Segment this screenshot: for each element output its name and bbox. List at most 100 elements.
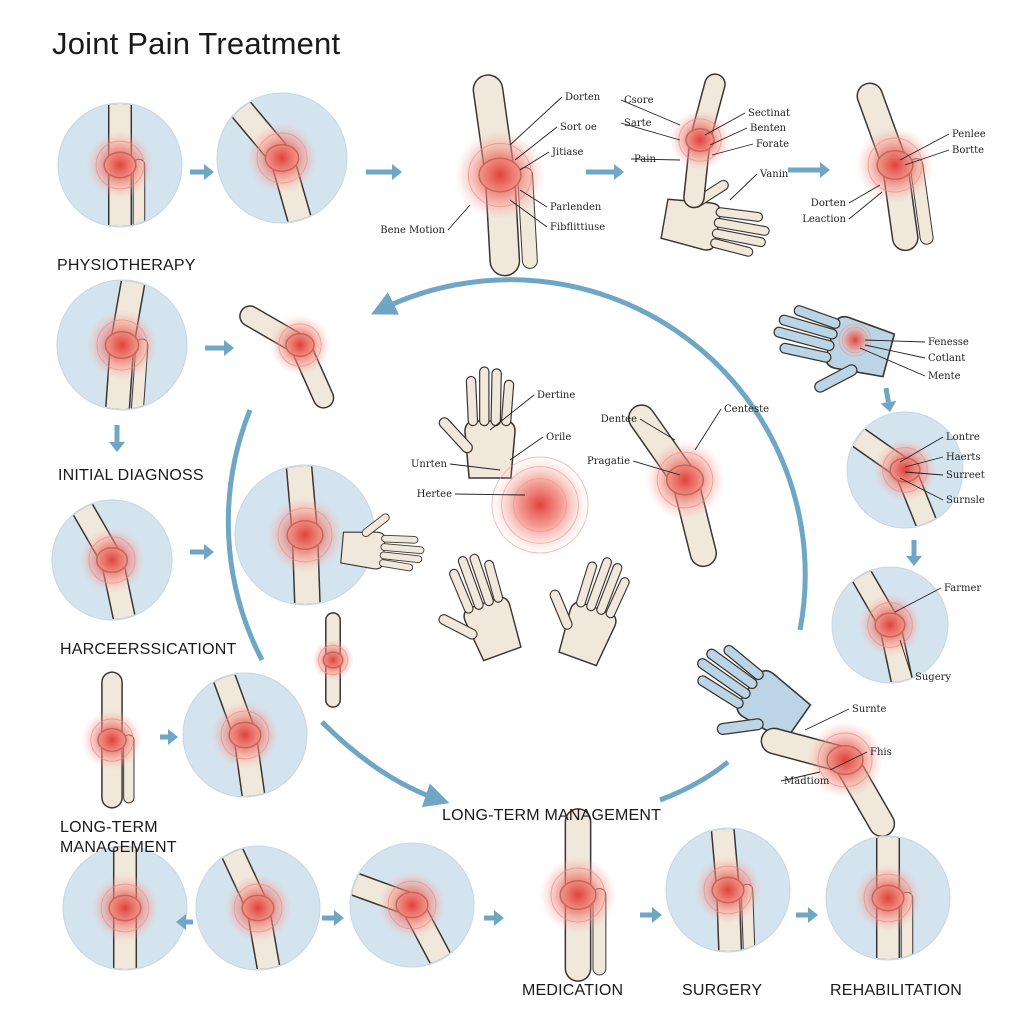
callout-hand_top-6: Vanin — [729, 169, 789, 201]
arrow-bottom-4 — [796, 907, 818, 923]
callout-shoulder_right-3: Surnsle — [899, 477, 985, 506]
flow-arrows — [109, 162, 922, 930]
vignette-hand-small — [312, 612, 354, 708]
callout-text: Dentee — [601, 414, 637, 425]
page-title: Joint Pain Treatment — [52, 26, 341, 61]
cycle-arc-left — [225, 409, 265, 662]
callout-glove_right-0: Fenesse — [864, 337, 969, 348]
callout-hand_top-3: Sectinat — [704, 108, 790, 136]
callout-shoulder_right-1: Haerts — [904, 452, 981, 468]
vignette-center-hand-right-thumb — [550, 590, 572, 629]
label-harceerssicationt: HARCEERSSICATIONT — [60, 641, 237, 658]
vignette-center-hand-left-finger-2 — [458, 557, 483, 609]
callout-text: Madtiom — [784, 776, 830, 787]
vignette-hand-massage — [340, 513, 425, 572]
vignette-glove-pain — [839, 324, 871, 356]
vignette-knee-physio — [56, 279, 188, 411]
vignette-knee-side-1 — [216, 92, 348, 224]
vignette-center-hand-left-finger-3 — [470, 554, 493, 606]
arrow-bottom-1 — [322, 910, 344, 926]
vignette-glove-hand-finger-2 — [774, 327, 834, 350]
vignette-hand-support — [660, 179, 770, 257]
callout-hand_top-5: Forate — [711, 139, 789, 156]
vignette-knee-circle-left — [182, 672, 308, 798]
callout-text: Pain — [634, 154, 656, 165]
cycle-arc-top — [371, 277, 808, 631]
vignette-foot-wrap — [51, 499, 173, 621]
callout-arm_right-2: Madtiom — [780, 771, 830, 787]
callout-text: Orile — [546, 432, 571, 443]
callout-hand_top-1: Sarte — [620, 118, 681, 141]
callout-text: Unrten — [411, 459, 448, 470]
callout-text: Dorten — [811, 198, 847, 209]
callout-text: Forate — [756, 139, 789, 150]
callout-text: Lontre — [946, 432, 980, 443]
callout-text: Surnsle — [946, 495, 985, 506]
arrow-r1-3 — [586, 164, 624, 180]
callout-center_hand-3: Hertee — [417, 489, 526, 500]
callout-text: Sort oe — [560, 122, 597, 133]
vignette-knee-large — [454, 74, 546, 277]
vignettes — [51, 73, 964, 982]
vignette-hand-support-finger-2 — [714, 218, 769, 235]
vignette-knee-front-1 — [57, 102, 183, 228]
vignette-glove-hand — [773, 305, 896, 393]
callout-text: Parlenden — [550, 202, 602, 213]
callout-knee_top-4: Parlenden — [519, 189, 602, 213]
vignette-knee-surgery-right — [831, 566, 949, 684]
vignette-surgery-knee — [665, 827, 791, 953]
vignette-center-hand-left — [438, 553, 522, 662]
arrow-bottom-3 — [640, 907, 662, 923]
arrow-right-down-1 — [880, 387, 897, 412]
vignette-center-hand-left-finger-4 — [485, 560, 503, 602]
vignette-medication-knee — [539, 808, 617, 982]
callout-text: Leaction — [802, 214, 846, 225]
vignette-knee-top-right — [856, 82, 934, 252]
callout-knee_top-0: Dorten — [509, 92, 601, 146]
callout-text: Bene Motion — [380, 225, 445, 236]
vignette-glove-arm-finger-3 — [707, 649, 757, 688]
label-rehabilitation: REHABILITATION — [830, 982, 963, 999]
callout-text: Fenesse — [928, 337, 969, 348]
label-surgery: SURGERY — [682, 982, 763, 999]
vignette-hand-support-finger-4 — [711, 239, 753, 256]
callout-text: Benten — [750, 123, 787, 134]
vignette-knee-hands — [234, 464, 376, 606]
callout-knee_right-1: Sugery — [899, 639, 951, 683]
arrow-bottom-left — [176, 914, 193, 930]
callout-text: Jitiase — [551, 147, 584, 158]
callout-center_elbow-1: Centeste — [694, 404, 769, 451]
callout-text: Fibflittiuse — [550, 222, 605, 233]
vignette-hand-massage-thumb — [362, 514, 389, 537]
label-long-term-center: LONG-TERM MANAGEMENT — [442, 807, 662, 824]
arrow-bottom-2 — [484, 910, 504, 926]
arrow-r1-4 — [788, 162, 830, 178]
callout-text: Vanin — [759, 169, 789, 180]
callout-center_hand-1: Orile — [509, 432, 571, 461]
vignette-rehab-knee — [825, 835, 951, 961]
callout-center_elbow-0: Dentee — [601, 414, 676, 441]
vignette-arm-xray — [760, 721, 896, 838]
callout-hand_top-2: Pain — [630, 154, 681, 165]
vignette-glove-hand-thumb — [815, 365, 857, 392]
callout-arm_right-0: Surnte — [804, 704, 887, 731]
callout-knee_top-2: Jitiase — [519, 147, 584, 171]
vignette-bottom-hand — [349, 842, 475, 968]
callout-knee_top-5: Fibflittiuse — [509, 199, 605, 233]
vignette-center-hand-top-thumb — [439, 418, 472, 453]
callout-text: Hertee — [417, 489, 452, 500]
arrow-physio — [205, 340, 234, 356]
label-medication: MEDICATION — [522, 982, 624, 999]
vignette-glove-arm-finger-1 — [698, 676, 743, 708]
callout-text: Penlee — [952, 129, 986, 140]
callout-knee_top-3: Bene Motion — [380, 204, 471, 236]
callout-text: Haerts — [946, 452, 981, 463]
callout-text: Farmer — [944, 583, 981, 594]
callout-elbow_top_right-3: Leaction — [802, 191, 883, 225]
vignette-center-hand-top-finger-3 — [491, 369, 501, 426]
callout-text: Dorten — [565, 92, 601, 103]
callout-text: Mente — [928, 371, 961, 382]
callout-text: Sectinat — [748, 108, 790, 119]
callout-text: Surnte — [852, 704, 887, 715]
